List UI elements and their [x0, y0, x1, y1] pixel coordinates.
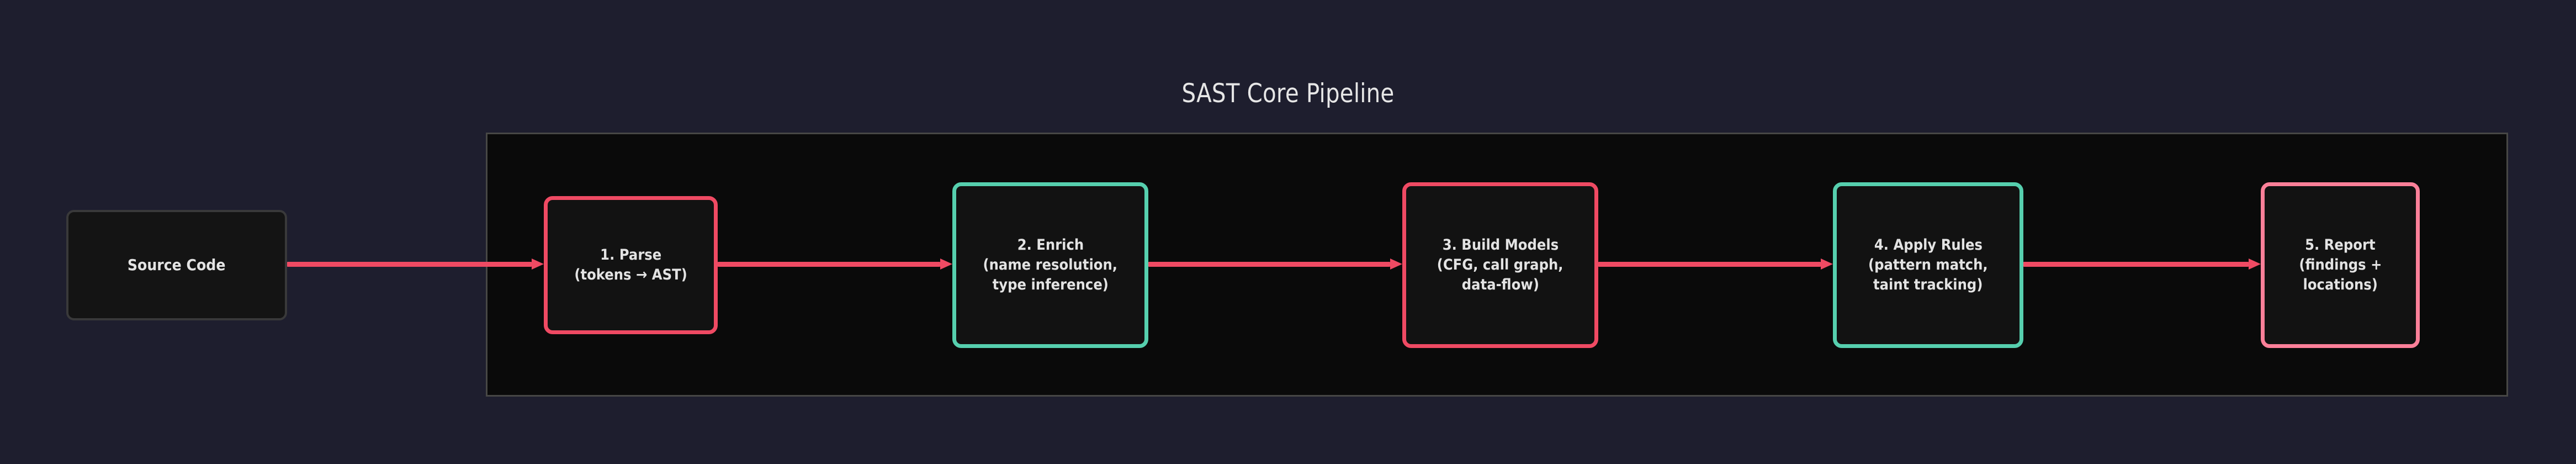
- node-enrich-line-2: (name resolution,: [983, 256, 1118, 274]
- node-apply-rules-line-1: 4. Apply Rules: [1874, 236, 1983, 254]
- edge-source-code-to-parse: [287, 259, 544, 270]
- edge-apply-rules-to-report: [2023, 259, 2261, 270]
- node-source-code-line-1: Source Code: [128, 256, 226, 275]
- edge-line: [1148, 262, 1390, 267]
- arrowhead-icon: [940, 259, 952, 270]
- arrowhead-icon: [2249, 259, 2261, 270]
- node-source-code[interactable]: Source Code: [66, 210, 287, 320]
- node-apply-rules-line-3: taint tracking): [1873, 276, 1983, 293]
- edge-line: [287, 262, 532, 267]
- node-report-line-3: locations): [2303, 276, 2378, 293]
- edge-line: [2023, 262, 2249, 267]
- node-report[interactable]: 5. Report (findings + locations): [2261, 182, 2420, 348]
- arrowhead-icon: [1821, 259, 1833, 270]
- arrowhead-icon: [532, 259, 544, 270]
- edge-line: [1598, 262, 1821, 267]
- node-build-models[interactable]: 3. Build Models (CFG, call graph, data-f…: [1402, 182, 1598, 348]
- node-build-models-line-3: data-flow): [1461, 276, 1539, 293]
- node-apply-rules-line-2: (pattern match,: [1868, 256, 1988, 274]
- node-report-line-2: (findings +: [2298, 256, 2382, 274]
- arrowhead-icon: [1390, 259, 1402, 270]
- edge-line: [718, 262, 940, 267]
- node-parse[interactable]: 1. Parse (tokens → AST): [544, 196, 718, 334]
- node-enrich[interactable]: 2. Enrich (name resolution, type inferen…: [952, 182, 1148, 348]
- node-enrich-line-3: type inference): [992, 276, 1109, 293]
- node-apply-rules[interactable]: 4. Apply Rules (pattern match, taint tra…: [1833, 182, 2023, 348]
- edge-enrich-to-build-models: [1148, 259, 1402, 270]
- edge-build-models-to-apply-rules: [1598, 259, 1833, 270]
- node-build-models-line-2: (CFG, call graph,: [1437, 256, 1563, 274]
- edge-parse-to-enrich: [718, 259, 952, 270]
- node-build-models-line-1: 3. Build Models: [1442, 236, 1559, 254]
- node-enrich-line-1: 2. Enrich: [1017, 236, 1084, 254]
- node-report-line-1: 5. Report: [2305, 236, 2376, 254]
- node-parse-line-1: 1. Parse: [600, 246, 662, 264]
- node-parse-line-2: (tokens → AST): [574, 266, 687, 283]
- page-title: SAST Core Pipeline: [1181, 78, 1395, 109]
